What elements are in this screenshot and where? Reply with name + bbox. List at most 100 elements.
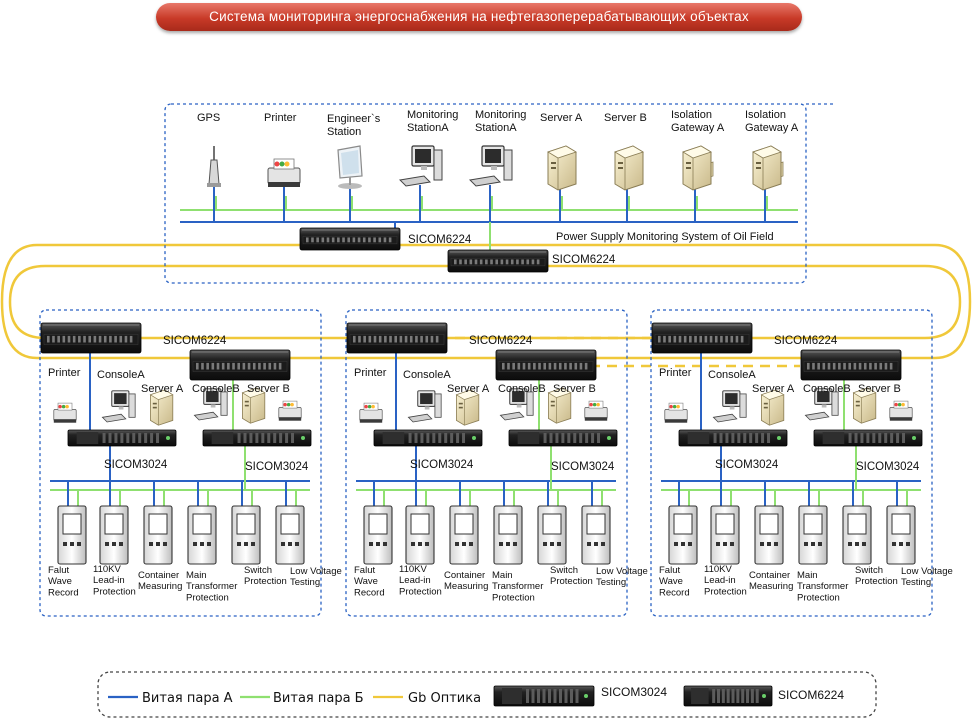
switch-label: SICOM3024 (715, 459, 779, 471)
device-label: ConsoleB (803, 383, 851, 395)
relay-icon (537, 505, 567, 565)
relay-icon (798, 505, 828, 565)
sicom3024-switch-icon (373, 429, 483, 447)
relay-icon (886, 505, 916, 565)
relay-icon (405, 505, 435, 565)
sicom6224-switch-icon (346, 322, 448, 354)
printer-icon (267, 158, 301, 187)
sicom3024-switch-icon (67, 429, 177, 447)
switch-label: SICOM6224 (408, 234, 472, 246)
top-device-label: GPS (197, 112, 220, 124)
top-device-label: Server A (540, 112, 583, 124)
relay-icon (231, 505, 261, 565)
device-label: Server B (247, 383, 290, 395)
optic-ring (0, 243, 972, 360)
relay-icon (754, 505, 784, 565)
sicom6224-switch-icon (495, 349, 597, 381)
server-icon (149, 389, 174, 426)
sicom6224-switch-icon (651, 322, 753, 354)
workstation-icon (804, 388, 839, 421)
workstation-icon (193, 388, 228, 421)
legend-label: Gb Оптика (408, 691, 481, 706)
top-device-label: Printer (264, 112, 297, 124)
server-icon (760, 389, 785, 426)
relay-icon (493, 505, 523, 565)
legend-label: SICOM3024 (601, 685, 667, 699)
sicom3024-switch-icon (678, 429, 788, 447)
device-label: Server A (447, 383, 490, 395)
gps-antenna-icon (207, 146, 221, 187)
server-icon (241, 387, 266, 424)
substation-frame (345, 309, 628, 617)
top-system-frame (164, 103, 807, 284)
sicom3024-switch-icon (508, 429, 618, 447)
lcd-monitor-icon (337, 145, 363, 189)
top-device-label: Server B (604, 112, 647, 124)
substation-frame (650, 309, 933, 617)
relay-icon (143, 505, 173, 565)
relay-icon (581, 505, 611, 565)
sicom6224-switch-icon (189, 349, 291, 381)
relay-icon (187, 505, 217, 565)
sicom6224-switch-icon (299, 227, 401, 251)
optic-ring (8, 264, 962, 340)
legend-label: Витая пара Б (273, 691, 364, 706)
switch-label: SICOM3024 (410, 459, 474, 471)
device-label: ConsoleB (192, 383, 240, 395)
device-label: ConsoleA (97, 369, 145, 381)
sicom6224-switch-icon (800, 349, 902, 381)
device-label: Server A (141, 383, 184, 395)
page-title: Система мониторинга энергоснабжения на н… (209, 9, 749, 24)
sicom3024-legend-icon (493, 685, 595, 707)
device-label: Printer (354, 367, 387, 379)
relay-icon (842, 505, 872, 565)
gateway-server-icon (682, 145, 712, 191)
device-label: ConsoleA (708, 369, 756, 381)
relay-icon (57, 505, 87, 565)
switch-label: SICOM6224 (552, 254, 616, 266)
sicom6224-legend-icon (683, 685, 773, 707)
workstation-icon (407, 390, 442, 423)
device-label: ConsoleA (403, 369, 451, 381)
server-icon (852, 387, 877, 424)
sicom6224-switch-icon (40, 322, 142, 354)
device-label: Server A (752, 383, 795, 395)
printer-icon (359, 402, 383, 423)
relay-icon (710, 505, 740, 565)
workstation-icon (101, 390, 136, 423)
relay-icon (449, 505, 479, 565)
workstation-icon (712, 390, 747, 423)
switch-label: SICOM3024 (245, 461, 309, 473)
device-label: Printer (48, 367, 81, 379)
sicom6224-switch-icon (447, 249, 549, 273)
printer-icon (664, 402, 688, 423)
system-label: Power Supply Monitoring System of Oil Fi… (556, 231, 774, 243)
legend-label: SICOM6224 (778, 688, 844, 702)
switch-label: SICOM6224 (163, 335, 227, 347)
server-icon (547, 145, 577, 191)
title-banner: Система мониторинга энергоснабжения на н… (156, 3, 802, 31)
switch-label: SICOM3024 (104, 459, 168, 471)
device-label: Server B (553, 383, 596, 395)
legend-label: Витая пара А (142, 691, 233, 706)
switch-label: SICOM6224 (774, 335, 838, 347)
relay-icon (275, 505, 305, 565)
